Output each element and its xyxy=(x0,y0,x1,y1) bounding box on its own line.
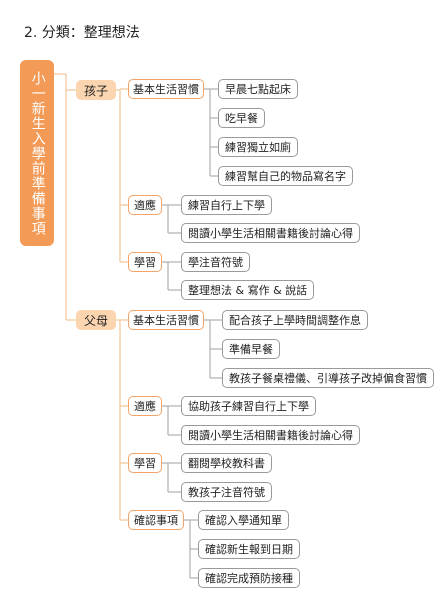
category-node: 學習 xyxy=(128,252,162,272)
category-node: 基本生活習慣 xyxy=(128,310,204,330)
task-node: 教孩子注音符號 xyxy=(181,482,272,502)
task-node: 練習自行上下學 xyxy=(181,195,272,215)
task-node: 練習幫自己的物品寫名字 xyxy=(218,166,353,186)
task-node: 閱讀小學生活相關書籍後討論心得 xyxy=(181,425,360,445)
task-node: 教孩子餐桌禮儀、引導孩子改掉偏食習慣 xyxy=(222,368,434,388)
category-node: 基本生活習慣 xyxy=(128,79,204,99)
root-node-label: 小一新生入學前準備事項 xyxy=(29,70,46,236)
category-node: 適應 xyxy=(128,396,162,416)
task-node: 整理想法 & 寫作 & 說話 xyxy=(181,280,315,300)
task-node: 確認新生報到日期 xyxy=(198,539,300,559)
task-node: 吃早餐 xyxy=(218,108,265,128)
task-node: 早晨七點起床 xyxy=(218,79,298,99)
task-node: 確認完成預防接種 xyxy=(198,568,300,588)
task-node: 協助孩子練習自行上下學 xyxy=(181,396,316,416)
category-node: 適應 xyxy=(128,195,162,215)
task-node: 練習獨立如廁 xyxy=(218,137,298,157)
task-node: 配合孩子上學時間調整作息 xyxy=(222,310,368,330)
branch-child: 孩子 xyxy=(76,80,116,100)
category-node: 確認事項 xyxy=(128,510,184,530)
category-node: 學習 xyxy=(128,453,162,473)
task-node: 學注音符號 xyxy=(181,252,250,272)
page-title: 2. 分類：整理想法 xyxy=(24,25,140,41)
task-node: 確認入學通知單 xyxy=(198,510,289,530)
root-node: 小一新生入學前準備事項 xyxy=(20,60,54,246)
task-node: 閱讀小學生活相關書籍後討論心得 xyxy=(181,223,360,243)
task-node: 準備早餐 xyxy=(222,339,280,359)
branch-parent: 父母 xyxy=(76,310,116,330)
task-node: 翻閱學校教科書 xyxy=(181,453,272,473)
